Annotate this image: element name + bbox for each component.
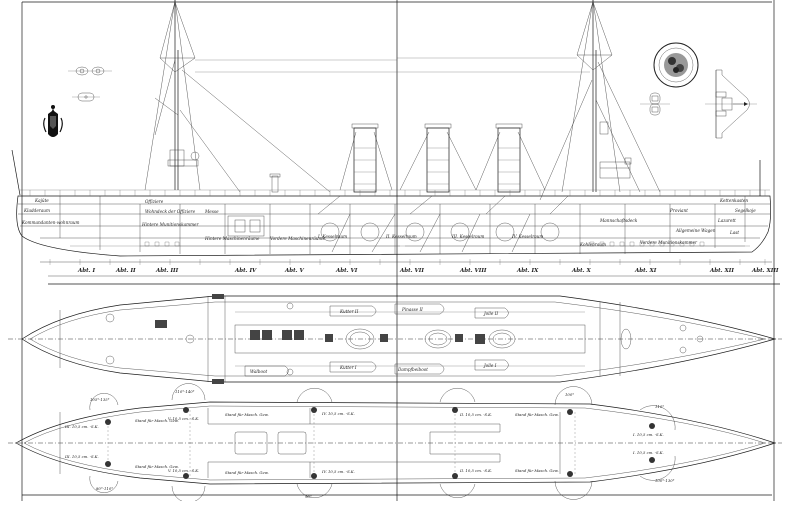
svg-text:Jolle II: Jolle II (483, 311, 498, 316)
svg-text:Pinasse II: Pinasse II (401, 307, 423, 312)
svg-text:Dampfbeiboot: Dampfbeiboot (397, 367, 428, 372)
boat-kutter-1: Kutter I (329, 361, 377, 373)
compartment-label: Kladderaum (23, 208, 50, 213)
gun-label: II. 10,5 cm. -S.K. (459, 468, 492, 473)
compartment-label: Segelkoje (735, 208, 756, 213)
gun-label: IV. 10,5 cm. -S.K. (321, 469, 355, 474)
compartment-label: Lazarett (717, 218, 736, 223)
gun-label: III. 10,5 cm. -S.K. (64, 424, 99, 429)
mg-stand-label: Stand für Masch. Gew. (515, 468, 559, 473)
compartment-label: II. Kesselraum (385, 234, 417, 239)
gun-label: I. 10,5 cm. -S.K. (632, 450, 664, 455)
arc-label: 100° (565, 392, 574, 397)
compartment-label: Kohlenraum (579, 242, 606, 247)
mg-stand-label: Stand für Masch. Gew. (135, 418, 179, 423)
mainmast (144, 0, 397, 193)
funnel-2 (399, 123, 477, 193)
compartment-label: IV. Kesselraum (511, 234, 543, 239)
gun-label: V. 10,5 cm. -S.K. (168, 468, 199, 473)
compartment-label: Vordere Munitionskammer (640, 240, 698, 245)
mg-stand-label: Stand für Masch. Gew. (225, 412, 269, 417)
boat-walboot: Walboot (244, 365, 289, 377)
compartment-label: Kettenkasten (719, 198, 748, 203)
compartment-label: Mannschaftsdeck (599, 218, 638, 223)
compartment-label: Proviant (669, 208, 688, 213)
gun-label: IV. 10,5 cm. -S.K. (321, 411, 355, 416)
arc-label: 100°-130° (655, 478, 675, 483)
arc-label: 90° (305, 494, 312, 499)
svg-text:Walboot: Walboot (250, 369, 267, 374)
section-label: Abt. V (284, 268, 304, 274)
compartment-label: Messe (204, 209, 219, 214)
section-label: Abt. II (115, 268, 136, 274)
funnel-3 (475, 123, 546, 193)
sheet-border (21, 0, 780, 501)
boat-dampfbeiboot: Dampfbeiboot (394, 363, 445, 375)
gun-label: V. 10,5 cm. -S.K. (168, 416, 199, 421)
double-bottom (140, 241, 745, 247)
compartment-label: Hintere Maschinenräume (204, 236, 260, 241)
detail-bollard (640, 92, 670, 116)
section-label: Abt. VIII (459, 268, 487, 274)
compartment-label: Allgemeine Wagen (675, 228, 716, 233)
compartment-label: Wohndeck der Offiziere (145, 209, 196, 214)
compartment-label: Offiziere (145, 199, 164, 204)
boat-jolle-2: Jolle II (474, 307, 509, 319)
section-label: Abt. III (155, 268, 179, 274)
svg-text:Kutter II: Kutter II (339, 309, 359, 314)
arc-label: 110°-140° (175, 389, 195, 394)
section-label: Abt. VII (399, 268, 424, 274)
section-label: Abt. VI (335, 268, 358, 274)
foremast (397, 0, 661, 201)
deck-rail (20, 189, 770, 196)
section-label: Abt. IV (234, 268, 257, 274)
detail-anchor-fairlead (68, 66, 112, 102)
compartment-label: Last (729, 230, 739, 235)
battery-deck-plan: III. 10,5 cm. -S.K. III. 10,5 cm. -S.K. … (8, 383, 782, 503)
boat-pinasse-2: Pinasse II (394, 303, 445, 315)
compartment-label: Vordere Maschinenräume (270, 236, 325, 241)
upper-deck-plan: Kutter II Pinasse II Jolle II Kutter I D… (8, 294, 782, 384)
compartment-label: III. Kesselraum (451, 234, 484, 239)
mg-stand-label: Stand für Masch. Gew. (135, 464, 179, 469)
imperial-eagle-crest-icon (43, 105, 63, 137)
mg-stand-label: Stand für Masch. Gew. (515, 412, 559, 417)
section-label: Abt. IX (516, 268, 539, 274)
section-label: Abt. I (77, 268, 95, 274)
compartment-label: Kajüte (34, 198, 49, 203)
gun-label: I. 10,5 cm. -S.K. (632, 432, 664, 437)
mg-stand-label: Stand für Masch. Gew. (225, 470, 269, 475)
arc-label: 110° (655, 404, 664, 409)
section-label: Abt. XII (709, 268, 734, 274)
funnel-1 (339, 123, 393, 193)
section-label: Abt. X (571, 268, 591, 274)
compartment-label: Kommandanten-wohnraum (21, 220, 80, 225)
gun-label: II. 10,5 cm. -S.K. (459, 412, 492, 417)
section-label: Abt. XIII (751, 268, 779, 274)
arc-label: 80°-110° (96, 486, 113, 491)
circular-seal-stamp-icon (653, 42, 699, 88)
compartment-label: I. Kesselraum (317, 234, 347, 239)
svg-text:Kutter I: Kutter I (339, 365, 357, 370)
profile-view: Kajüte Kladderaum Kommandanten-wohnraum … (11, 0, 779, 277)
arc-label: 105°-135° (90, 397, 110, 402)
boat-kutter-2: Kutter II (329, 305, 377, 317)
section-label: Abt. XI (634, 268, 657, 274)
compartment-label: Hintere Munitionskammer (141, 222, 200, 227)
gun-label: III. 10,5 cm. -S.K. (64, 454, 99, 459)
detail-stern-plan (705, 69, 757, 139)
svg-text:Jolle I: Jolle I (483, 363, 497, 368)
boat-jolle-1: Jolle I (474, 359, 509, 371)
